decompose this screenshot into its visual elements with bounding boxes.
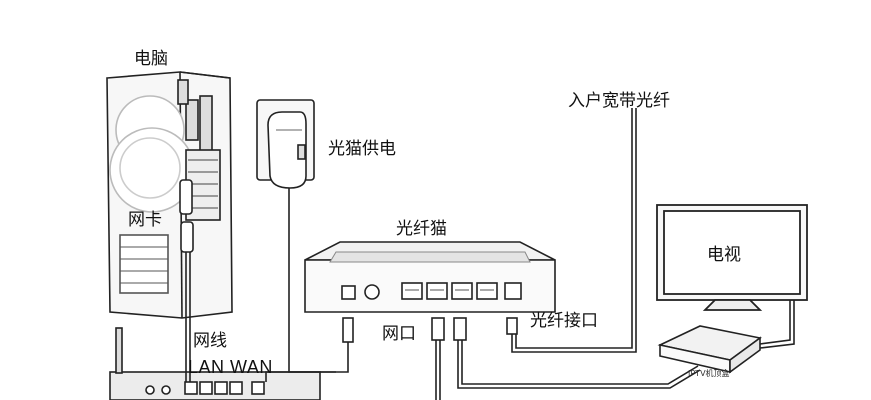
label-network-card: 网卡 [128, 210, 162, 230]
label-computer: 电脑 [134, 49, 168, 69]
modem-lan-plug-2 [453, 317, 467, 341]
network-card-plug [179, 179, 194, 253]
cable-tv-to-iptv [759, 300, 791, 345]
router [109, 327, 321, 400]
iptv-set-top-box [657, 325, 762, 374]
modem-lan-plug-1 [431, 317, 445, 341]
label-network-cable: 网线 [193, 331, 227, 351]
label-fiber-modem: 光纤猫 [396, 219, 447, 239]
label-modem-power: 光猫供电 [328, 139, 396, 159]
power-adapter [256, 99, 315, 189]
tv-set [656, 204, 808, 311]
computer-tower [106, 71, 233, 319]
label-lan-wan: LAN WAN [188, 357, 273, 377]
fiber-modem [304, 241, 556, 313]
label-tv: 电视 [707, 245, 741, 265]
cable-fiber-in [511, 108, 637, 353]
label-fiber-port: 光纤接口 [530, 311, 598, 331]
label-iptv-box: IPTV机顶盒 [688, 369, 730, 378]
cable-modem-to-iptv [457, 340, 701, 389]
cables [185, 108, 795, 400]
fiber-plug [506, 317, 518, 335]
label-home-fiber: 入户宽带光纤 [568, 91, 670, 111]
label-network-port: 网口 [382, 324, 416, 344]
